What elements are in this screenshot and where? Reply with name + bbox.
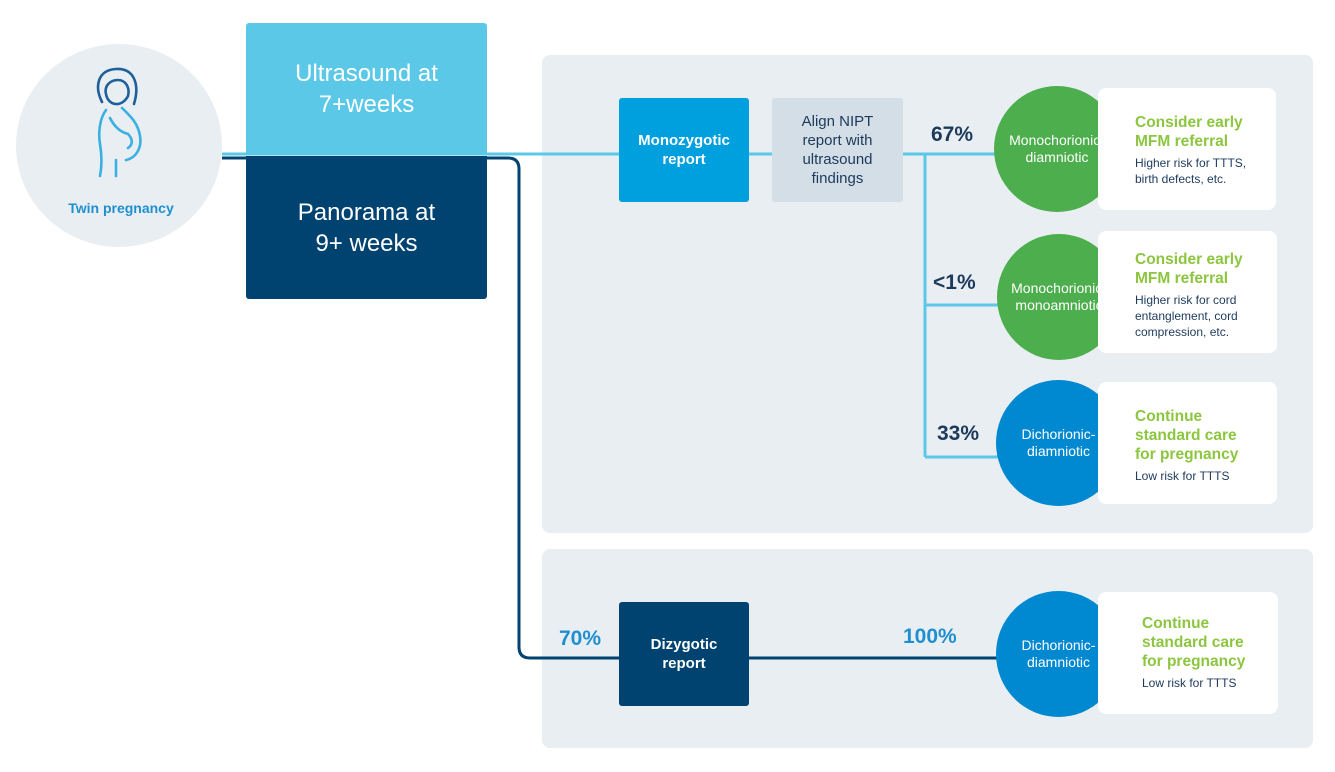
twin-pregnancy-label: Twin pregnancy <box>68 200 174 216</box>
pregnant-woman-icon <box>96 67 142 178</box>
card-title: Consider early MFM referral <box>1135 114 1243 150</box>
monozygotic-report-box: Monozygotic report <box>619 98 749 202</box>
branch-pct-lt1: <1% <box>933 271 976 294</box>
card-description: Higher risk for TTTS, birth defects, etc… <box>1135 156 1247 186</box>
branch-pct-33: 33% <box>937 422 980 445</box>
card-title: Consider early MFM referral <box>1135 251 1243 287</box>
card-branch-1: Consider early MFM referral Higher risk … <box>1098 88 1276 210</box>
navy-path <box>222 156 1000 660</box>
dizygotic-report-box: Dizygotic report <box>619 602 749 706</box>
card-branch-2: Consider early MFM referral Higher risk … <box>1098 231 1277 353</box>
branch-pct-67: 67% <box>931 123 974 146</box>
card-dizygotic: Continue standard care for pregnancy Low… <box>1098 592 1278 714</box>
card-branch-3: Continue standard care for pregnancy Low… <box>1098 382 1277 504</box>
card-description: Low risk for TTTS <box>1135 469 1230 483</box>
card-title: Continue standard care for pregnancy <box>1135 408 1239 463</box>
align-nipt-box: Align NIPT report with ultrasound findin… <box>772 98 903 202</box>
ultrasound-box: Ultrasound at 7+weeks <box>246 23 487 154</box>
dizygotic-pct-100: 100% <box>903 625 957 648</box>
panorama-box: Panorama at 9+ weeks <box>246 156 487 299</box>
twin-pregnancy-node: Twin pregnancy <box>16 44 222 247</box>
card-description: Low risk for TTTS <box>1142 676 1237 690</box>
card-description: Higher risk for cord entanglement, cord … <box>1135 293 1238 339</box>
card-title: Continue standard care for pregnancy <box>1142 615 1246 670</box>
dizygotic-entry-pct: 70% <box>559 627 602 650</box>
